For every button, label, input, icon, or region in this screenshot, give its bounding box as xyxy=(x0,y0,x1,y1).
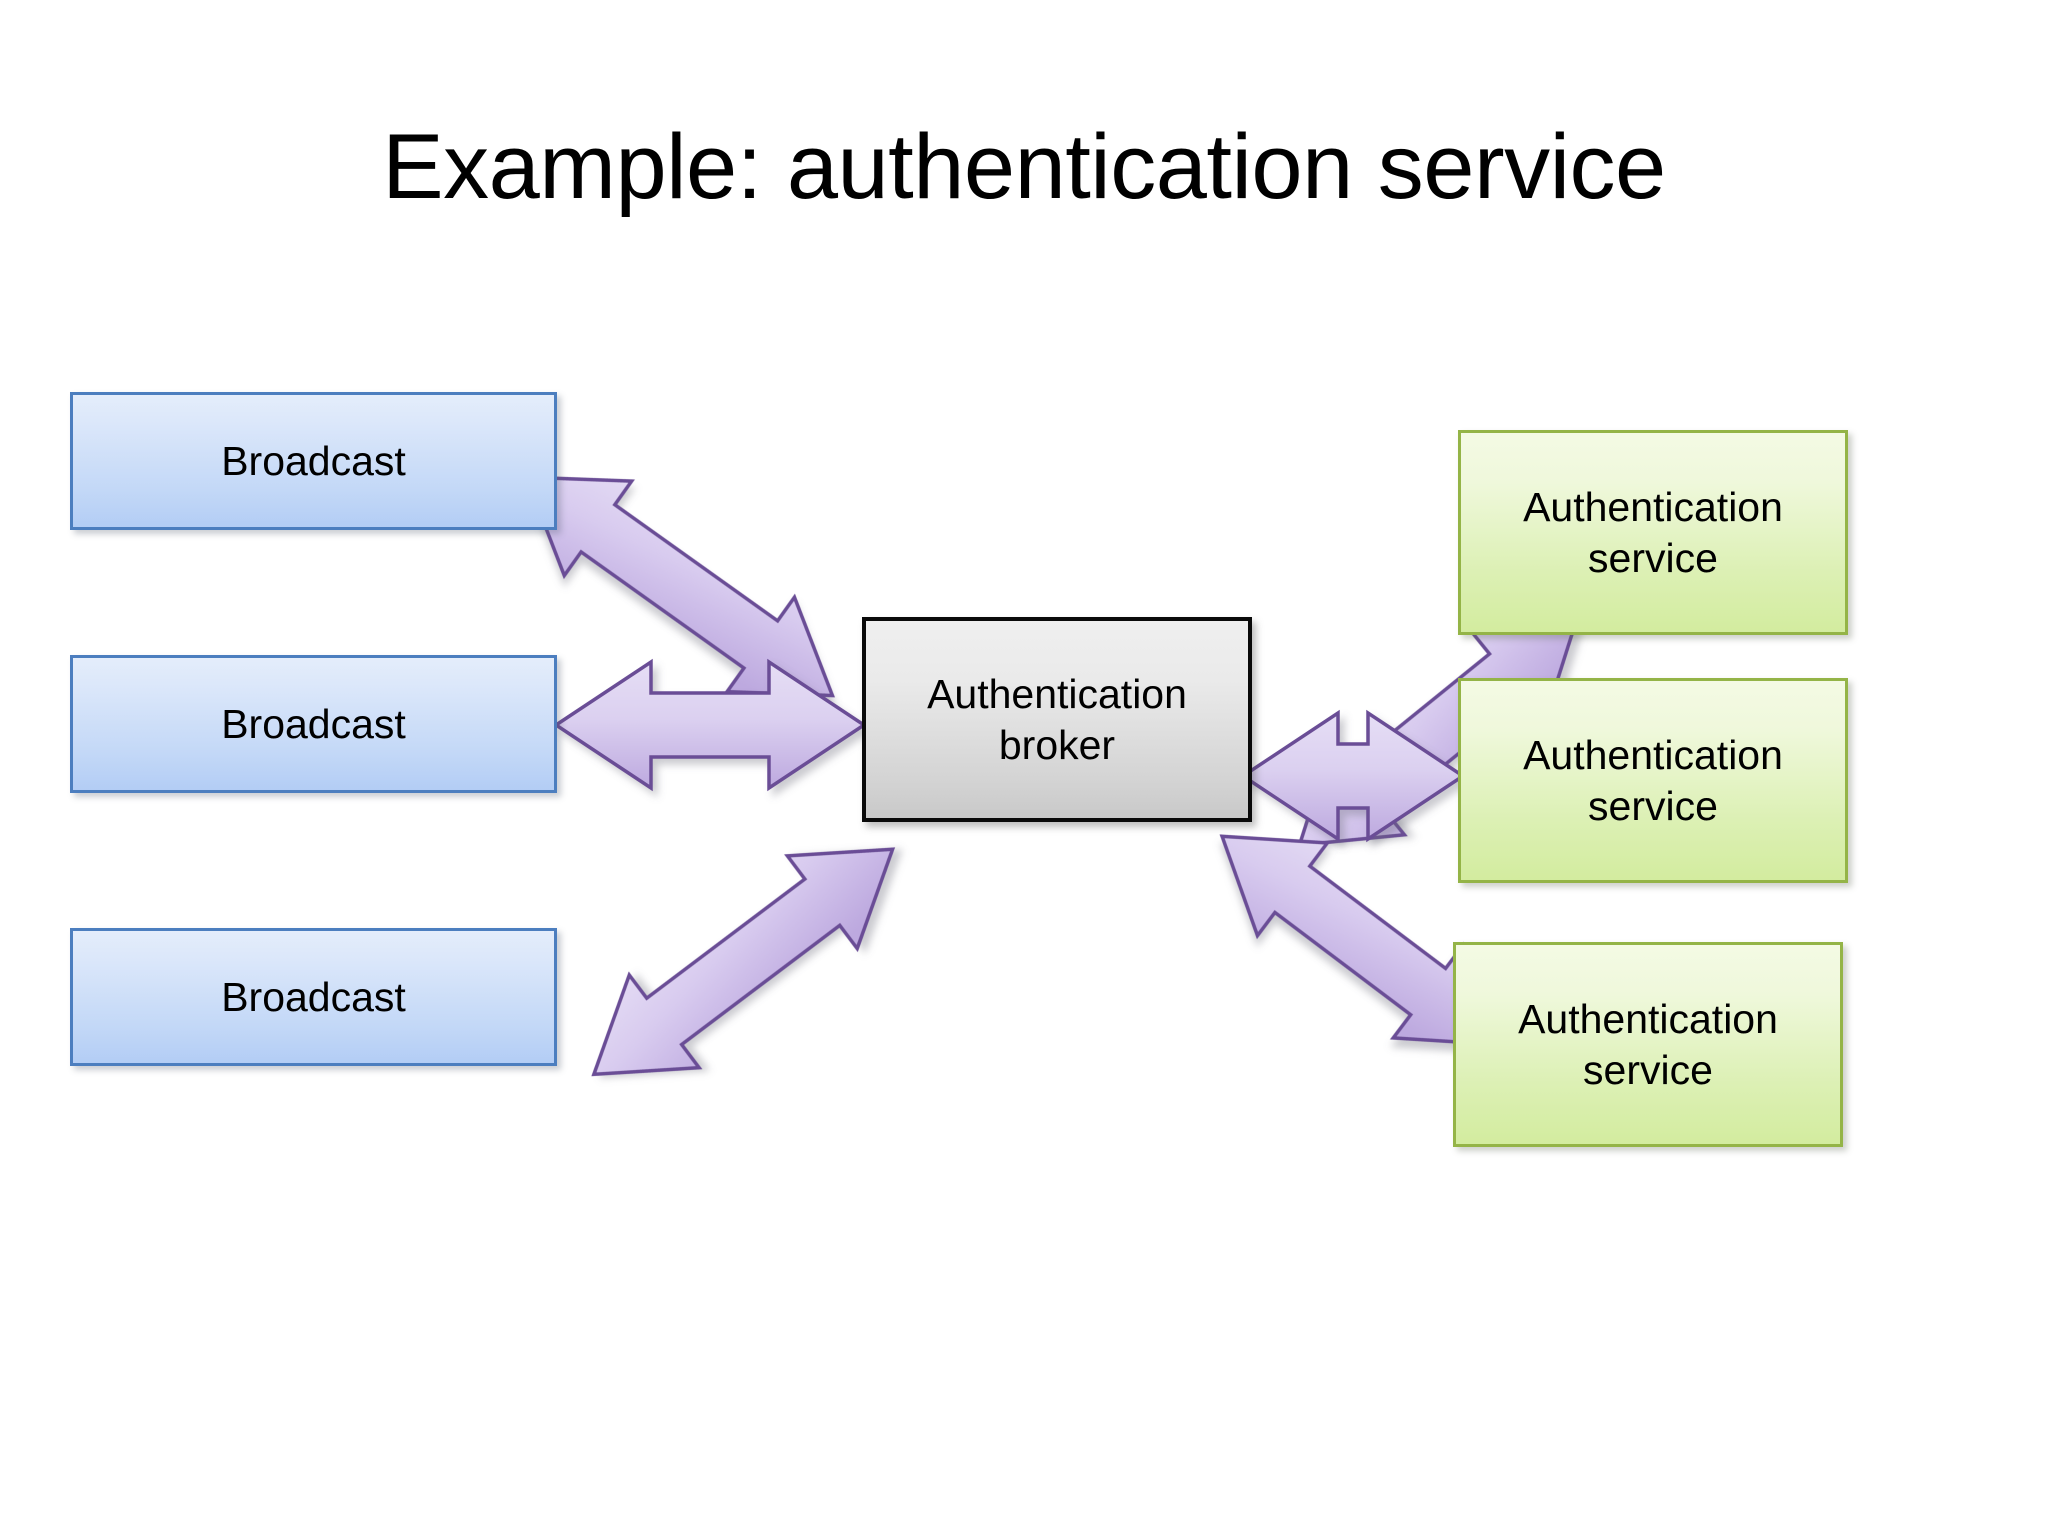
node-auth-service-1-label: Authentication service xyxy=(1523,482,1783,582)
connector-broadcast3-broker xyxy=(591,847,896,1077)
node-auth-service-2-line2: service xyxy=(1588,782,1718,829)
node-auth-service-2-label: Authentication service xyxy=(1523,730,1783,830)
connector-broker-service2 xyxy=(1239,709,1467,843)
node-auth-service-3-line2: service xyxy=(1583,1046,1713,1093)
page-title: Example: authentication service xyxy=(382,116,1666,218)
node-auth-service-3[interactable]: Authentication service xyxy=(1453,942,1843,1147)
node-auth-service-3-label: Authentication service xyxy=(1518,994,1778,1094)
node-authentication-broker[interactable]: Authentication broker xyxy=(862,617,1252,822)
node-authentication-broker-line1: Authentication xyxy=(927,671,1187,718)
node-broadcast-3[interactable]: Broadcast xyxy=(70,928,557,1066)
node-broadcast-1-label: Broadcast xyxy=(221,437,406,484)
node-auth-service-2-line1: Authentication xyxy=(1523,732,1783,779)
node-broadcast-1[interactable]: Broadcast xyxy=(70,392,557,530)
node-auth-service-3-line1: Authentication xyxy=(1518,996,1778,1043)
node-auth-service-1[interactable]: Authentication service xyxy=(1458,430,1848,635)
node-broadcast-3-label: Broadcast xyxy=(221,973,406,1020)
connector-broadcast2-broker xyxy=(552,658,868,792)
node-auth-service-2[interactable]: Authentication service xyxy=(1458,678,1848,883)
node-broadcast-2-label: Broadcast xyxy=(221,700,406,747)
node-authentication-broker-label: Authentication broker xyxy=(927,669,1187,769)
node-auth-service-1-line2: service xyxy=(1588,534,1718,581)
node-auth-service-1-line1: Authentication xyxy=(1523,484,1783,531)
node-broadcast-2[interactable]: Broadcast xyxy=(70,655,557,793)
node-authentication-broker-line2: broker xyxy=(998,721,1116,768)
